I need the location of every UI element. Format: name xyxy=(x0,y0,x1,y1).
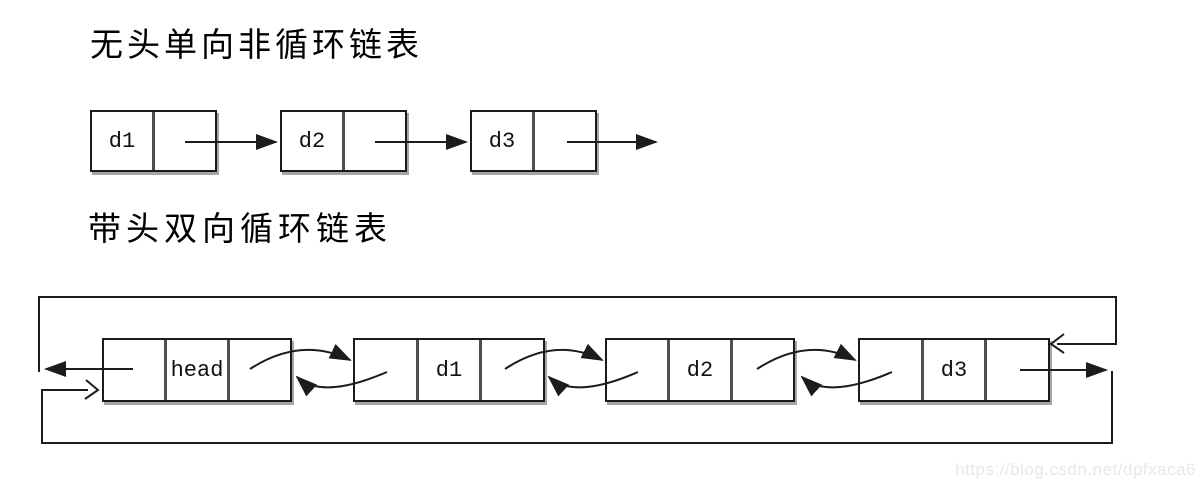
node-next-pointer-cell xyxy=(730,340,793,400)
singly-list-node-d3: d3 xyxy=(470,110,597,172)
node-data-cell: d2 xyxy=(667,340,730,400)
node-data-cell: d1 xyxy=(92,112,152,170)
chevron-arrow-into-head-icon xyxy=(84,379,100,400)
node-label: d2 xyxy=(298,128,326,154)
node-next-pointer-cell xyxy=(152,112,215,170)
node-prev-pointer-cell xyxy=(607,340,667,400)
chevron-arrow-into-d3-icon xyxy=(1049,333,1065,354)
node-label: d3 xyxy=(940,357,968,383)
node-data-cell: head xyxy=(164,340,227,400)
node-label: head xyxy=(170,357,224,383)
node-next-pointer-cell xyxy=(532,112,595,170)
node-label: d3 xyxy=(488,128,516,154)
node-next-pointer-cell xyxy=(342,112,405,170)
singly-list-node-d1: d1 xyxy=(90,110,217,172)
section2-title: 带头双向循环链表 xyxy=(88,212,392,248)
node-label: d2 xyxy=(686,357,714,383)
node-prev-pointer-cell xyxy=(104,340,164,400)
doubly-list-node-d3: d3 xyxy=(858,338,1050,402)
section1-title: 无头单向非循环链表 xyxy=(90,28,423,64)
node-data-cell: d3 xyxy=(472,112,532,170)
node-next-pointer-cell xyxy=(479,340,543,400)
node-label: d1 xyxy=(108,128,136,154)
node-data-cell: d1 xyxy=(415,340,480,400)
node-prev-pointer-cell xyxy=(355,340,416,400)
node-data-cell: d3 xyxy=(920,340,985,400)
node-prev-pointer-cell xyxy=(860,340,921,400)
doubly-list-node-head: head xyxy=(102,338,292,402)
node-next-pointer-cell xyxy=(984,340,1048,400)
doubly-list-node-d2: d2 xyxy=(605,338,795,402)
doubly-list-curved-arrows xyxy=(249,343,893,397)
node-label: d1 xyxy=(435,357,463,383)
singly-list-node-d2: d2 xyxy=(280,110,407,172)
node-next-pointer-cell xyxy=(227,340,290,400)
doubly-list-node-d1: d1 xyxy=(353,338,545,402)
node-data-cell: d2 xyxy=(282,112,342,170)
watermark-text: https://blog.csdn.net/dpfxaca6 xyxy=(955,460,1196,479)
